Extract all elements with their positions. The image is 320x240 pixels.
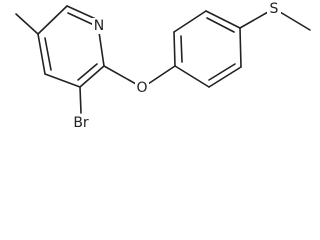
atom-oxygen: O [135,80,149,96]
bond-c2-o [103,65,137,85]
bond-o-c1prime [147,65,176,85]
bond-ar6-ar1 [174,65,210,88]
bond-c3-c4 [44,73,81,88]
bond-c2-c3 [79,65,105,88]
double-bond-ar3-ar4 [206,17,235,33]
double-bond-c6-n1 [67,12,95,26]
bond-ar5-ar6 [208,66,242,88]
bond-s-methyl [279,11,311,31]
bond-ar2-ar3 [173,10,207,33]
nitrogen-label: N [94,18,104,34]
bond-ar1-ar2 [173,31,176,67]
chemical-structure: N O Br S [15,1,311,132]
atom-sulfur: S [267,1,281,17]
bromine-label: Br [73,115,89,131]
bond-c6-n1 [66,5,99,21]
oxygen-label: O [136,80,147,96]
sulfur-label: S [270,1,279,17]
benzene-ring [173,10,242,88]
bond-ar3-ar4 [205,10,241,29]
bond-c4-c5 [37,33,46,75]
bond-methyl [15,13,39,35]
double-bond-c4-c5 [44,37,52,71]
double-bond-c2-c3 [77,63,98,81]
atom-bromine: Br [70,114,92,132]
bond-c3-br [79,86,82,114]
atom-nitrogen: N [92,18,106,34]
pyridine-ring [37,5,105,88]
double-bond-ar5-ar6 [208,63,236,81]
double-bond-ar1-ar2 [180,35,183,63]
bond-c5-c6 [37,5,68,35]
bond-ar4-s [239,11,269,29]
bond-n1-c2 [98,31,105,67]
bond-ar4-ar5 [239,27,242,68]
